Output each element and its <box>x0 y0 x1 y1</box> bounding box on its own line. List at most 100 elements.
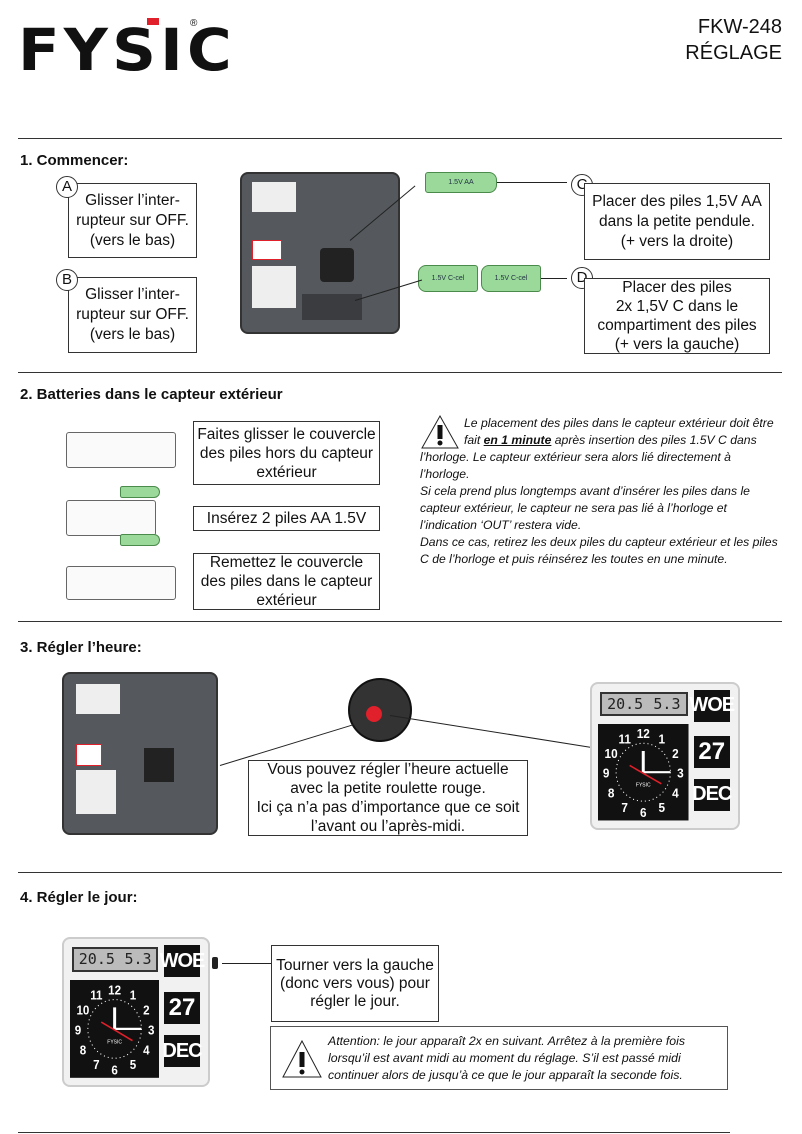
text: (+ vers la gauche) <box>614 336 740 353</box>
text: Glisser l’inter- <box>85 191 180 209</box>
lcd-display: 20.5 5.3 <box>72 947 159 972</box>
attention-box: Attention: le jour apparaît 2x en suivan… <box>270 1026 728 1090</box>
page-title: RÉGLAGE <box>685 42 782 64</box>
text: l’avant ou l’après-midi. <box>310 818 466 835</box>
second-hand <box>629 765 662 785</box>
hour-numeral: 7 <box>621 801 628 815</box>
month-flap: DEC <box>162 1035 203 1068</box>
hour-numeral: 5 <box>659 801 666 815</box>
registered-mark: ® <box>190 18 198 29</box>
hour-numeral: 4 <box>143 1043 150 1058</box>
section-4-heading: 4. Régler le jour: <box>20 889 138 906</box>
text: (vers le bas) <box>89 326 176 343</box>
sensor-step-3: Remettez le couvercle des piles dans le c… <box>193 553 380 610</box>
text: Placer des piles 1,5V AA <box>592 192 762 210</box>
text: régler le jour. <box>310 992 400 1010</box>
spacer <box>420 415 464 449</box>
divider <box>18 372 782 373</box>
hour-numeral: 6 <box>111 1063 118 1078</box>
divider <box>18 138 782 139</box>
day-flap: WOE <box>689 690 735 722</box>
warning-icon <box>282 1039 322 1078</box>
text: après insertion des piles 1.5V C dans l’… <box>420 433 757 481</box>
connector-line <box>497 182 567 183</box>
text: Insérez 2 piles AA 1.5V <box>206 509 367 527</box>
model-number: FKW-248 <box>697 16 782 38</box>
hour-numeral: 2 <box>143 1003 150 1018</box>
text: avec la petite roulette rouge. <box>290 780 486 797</box>
section-2-heading: 2. Batteries dans le capteur extérieur <box>20 386 283 403</box>
text: rupteur sur OFF. <box>76 306 189 323</box>
hour-numeral: 10 <box>605 747 618 761</box>
attention-text: Attention: le jour apparaît 2x en suivan… <box>328 1034 686 1082</box>
text: des piles dans le capteur <box>200 573 373 590</box>
hour-numeral: 10 <box>76 1003 89 1018</box>
date-flap: 27 <box>693 735 730 768</box>
lcd-indoor: 20.5 <box>78 950 115 969</box>
connector-line <box>541 278 567 279</box>
battery-compartment <box>302 294 362 320</box>
info-sticker <box>76 770 116 814</box>
lcd-outdoor: 5.3 <box>124 950 152 969</box>
clock-back-image <box>62 672 218 835</box>
clock-back-image <box>240 172 400 334</box>
fysic-logo: FYSIC <box>18 16 236 84</box>
pointer-line <box>222 963 272 964</box>
lcd-display: 20.5 5.3 <box>600 692 688 717</box>
text: extérieur <box>256 463 317 481</box>
label-a: A <box>56 176 78 198</box>
pointer-line <box>389 715 593 749</box>
hour-numeral: 6 <box>640 806 647 820</box>
sensor-warning-text: Le placement des piles dans le capteur e… <box>420 415 780 568</box>
text: Faites glisser le couvercle <box>197 425 376 443</box>
text: Remettez le couvercle <box>209 554 364 571</box>
text: Le placement des piles dans le capteur e… <box>464 416 774 447</box>
lcd-outdoor: 5.3 <box>653 695 681 714</box>
hour-numeral: 2 <box>672 747 679 761</box>
text: (donc vers vous) pour <box>280 974 430 992</box>
month-flap: DEC <box>692 779 732 811</box>
battery-aa-small <box>120 534 160 546</box>
hour-numeral: 1 <box>130 988 137 1003</box>
sensor-step-2: Insérez 2 piles AA 1.5V <box>193 506 380 531</box>
battery-c-1: 1.5V C-cel <box>418 265 478 292</box>
text: des piles hors du capteur <box>199 444 374 462</box>
red-wheel <box>366 706 382 722</box>
battery-c-2: 1.5V C-cel <box>481 265 541 292</box>
lcd-indoor: 20.5 <box>607 695 644 714</box>
second-hand <box>100 1021 133 1042</box>
hour-numeral: 12 <box>637 727 650 741</box>
section-3-heading: 3. Régler l’heure: <box>20 639 142 656</box>
info-sticker <box>252 266 296 308</box>
text: Glisser l’inter- <box>85 286 180 303</box>
brand-label: FYSIC <box>107 1039 122 1045</box>
divider <box>18 621 782 622</box>
day-setting-box: Tourner vers la gauche(donc vers vous) p… <box>271 945 439 1022</box>
emphasis: en 1 minute <box>483 433 552 447</box>
hour-numeral: 11 <box>618 732 631 746</box>
text: Ici ça n’a pas d’importance que ce soit <box>256 799 520 816</box>
step-b-box: Glisser l’inter-rupteur sur OFF. (vers le… <box>68 277 197 353</box>
hour-numeral: 4 <box>672 786 679 800</box>
sensor-image-closed <box>66 566 176 600</box>
text: Tourner vers la gauche <box>276 956 434 974</box>
day-knob <box>212 957 218 969</box>
hour-numeral: 9 <box>603 767 610 781</box>
label-sticker <box>76 684 120 714</box>
date-flap: 27 <box>164 991 200 1024</box>
hour-numeral: 7 <box>93 1057 100 1072</box>
text: Placer des piles <box>622 279 732 296</box>
brand-label: FYSIC <box>636 783 651 789</box>
hour-numeral: 3 <box>677 767 684 781</box>
battery-aa-small <box>120 486 160 498</box>
sensor-image-open <box>66 432 176 468</box>
step-a-box: Glisser l’inter-rupteur sur OFF.(vers le… <box>68 183 197 258</box>
hour-numeral: 8 <box>80 1043 87 1058</box>
logo-dot <box>147 18 159 25</box>
